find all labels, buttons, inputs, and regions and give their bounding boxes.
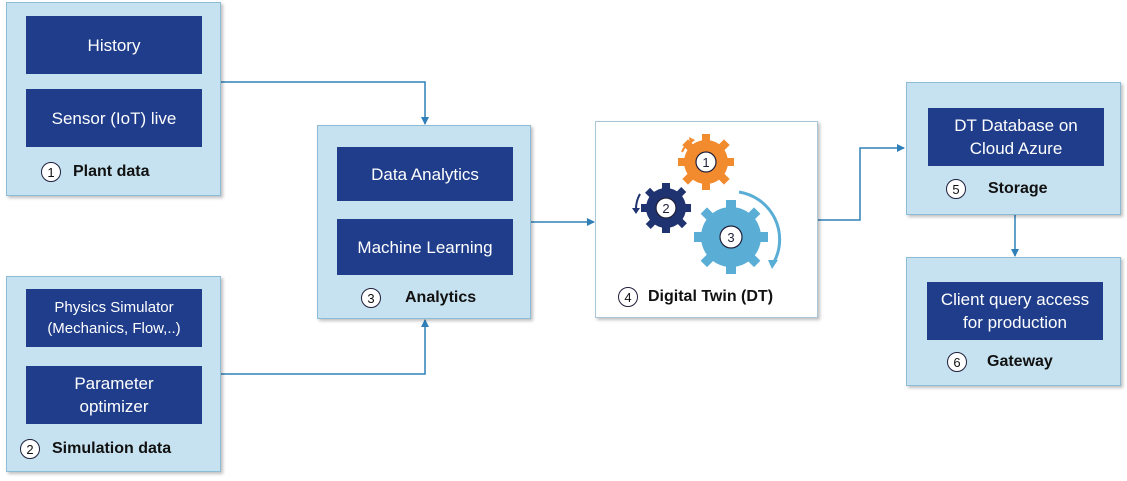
plant-data-label: 1 Plant data xyxy=(41,162,149,182)
analytics-label: 3 Analytics xyxy=(361,288,476,308)
arrow-simulation-to-analytics xyxy=(220,319,429,375)
storage-label: 5 Storage xyxy=(946,179,1048,199)
machine-learning-box: Machine Learning xyxy=(337,219,513,275)
history-box: History xyxy=(26,16,202,74)
analytics-panel: Data Analytics Machine Learning 3 Analyt… xyxy=(317,125,531,319)
arrow-plant-to-analytics xyxy=(220,81,429,125)
gear-2-number: 2 xyxy=(662,201,669,216)
step-number-badge: 3 xyxy=(361,288,381,308)
gateway-label: 6 Gateway xyxy=(947,352,1053,372)
digital-twin-label: 4 Digital Twin (DT) xyxy=(618,287,773,307)
simulation-data-label: 2 Simulation data xyxy=(20,439,171,459)
step-number-badge: 4 xyxy=(618,287,638,307)
gear-icon: 1 xyxy=(678,134,734,190)
gateway-panel: Client query access for production 6 Gat… xyxy=(906,257,1121,386)
analytics-label-text: Analytics xyxy=(405,289,477,306)
step-number-badge: 5 xyxy=(946,179,966,199)
step-number-badge: 2 xyxy=(20,439,40,459)
arrow-dt-to-storage xyxy=(818,144,905,221)
parameter-optimizer-box: Parameter optimizer xyxy=(26,366,202,424)
gears-illustration: 1 2 xyxy=(632,134,782,274)
step-number-badge: 6 xyxy=(947,352,967,372)
gear-icon: 3 xyxy=(694,190,782,274)
gear-icon: 2 xyxy=(632,183,691,233)
storage-panel: DT Database on Cloud Azure 5 Storage xyxy=(906,82,1121,215)
plant-data-panel: History Sensor (IoT) live 1 Plant data xyxy=(6,2,221,196)
dt-database-box: DT Database on Cloud Azure xyxy=(928,108,1104,166)
physics-simulator-box: Physics Simulator (Mechanics, Flow,..) xyxy=(26,289,202,347)
plant-data-label-text: Plant data xyxy=(73,163,150,180)
step-number-badge: 1 xyxy=(41,162,61,182)
simulation-data-panel: Physics Simulator (Mechanics, Flow,..) P… xyxy=(6,276,221,472)
gear-3-number: 3 xyxy=(727,230,734,245)
data-analytics-box: Data Analytics xyxy=(337,147,513,201)
gear-1-number: 1 xyxy=(702,155,709,170)
simulation-data-label-text: Simulation data xyxy=(52,440,172,457)
client-query-box: Client query access for production xyxy=(927,282,1103,340)
gateway-label-text: Gateway xyxy=(987,353,1053,370)
digital-twin-panel: 1 2 xyxy=(595,121,818,318)
storage-label-text: Storage xyxy=(988,180,1048,197)
sensor-iot-box: Sensor (IoT) live xyxy=(26,89,202,147)
digital-twin-label-text: Digital Twin (DT) xyxy=(648,288,774,305)
